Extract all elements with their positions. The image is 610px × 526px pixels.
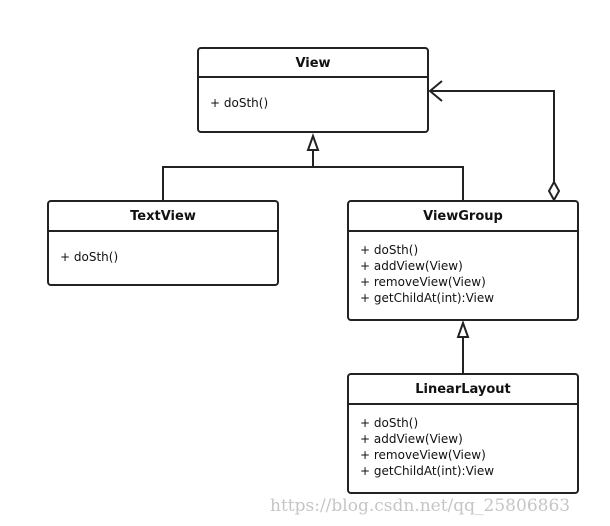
class-view-name: View bbox=[295, 56, 330, 71]
generalization-arrowhead-view bbox=[306, 133, 320, 151]
class-linearlayout-member: + addView(View) bbox=[360, 432, 463, 446]
aggregation-diamond bbox=[547, 179, 561, 203]
class-textview-member: + doSth() bbox=[60, 250, 118, 264]
class-viewgroup-member: + getChildAt(int):View bbox=[360, 291, 494, 305]
class-textview-name: TextView bbox=[130, 209, 196, 224]
class-textview[interactable]: TextView + doSth() bbox=[47, 200, 279, 286]
class-viewgroup-member: + addView(View) bbox=[360, 259, 463, 273]
class-linearlayout-member: + doSth() bbox=[360, 416, 418, 430]
class-view[interactable]: View + doSth() bbox=[197, 47, 429, 133]
inheritance-viewgroup-to-view bbox=[306, 133, 464, 200]
class-viewgroup-member: + doSth() bbox=[360, 243, 418, 257]
class-linearlayout-name: LinearLayout bbox=[415, 382, 511, 397]
class-viewgroup[interactable]: ViewGroup + doSth() + addView(View) + re… bbox=[347, 200, 579, 321]
inheritance-linearlayout-to-viewgroup bbox=[456, 320, 470, 373]
class-view-member: + doSth() bbox=[210, 96, 268, 110]
inheritance-textview-to-view bbox=[162, 150, 314, 200]
class-linearlayout-member: + removeView(View) bbox=[360, 448, 486, 462]
class-viewgroup-member: + removeView(View) bbox=[360, 275, 486, 289]
open-arrowhead-view bbox=[428, 80, 443, 102]
aggregation-viewgroup-to-view bbox=[428, 80, 561, 203]
watermark-url: https://blog.csdn.net/qq_25806863 bbox=[270, 496, 571, 516]
class-linearlayout-member: + getChildAt(int):View bbox=[360, 464, 494, 478]
generalization-arrowhead-viewgroup bbox=[456, 320, 470, 338]
class-linearlayout[interactable]: LinearLayout + doSth() + addView(View) +… bbox=[347, 373, 579, 494]
class-viewgroup-name: ViewGroup bbox=[423, 209, 503, 224]
